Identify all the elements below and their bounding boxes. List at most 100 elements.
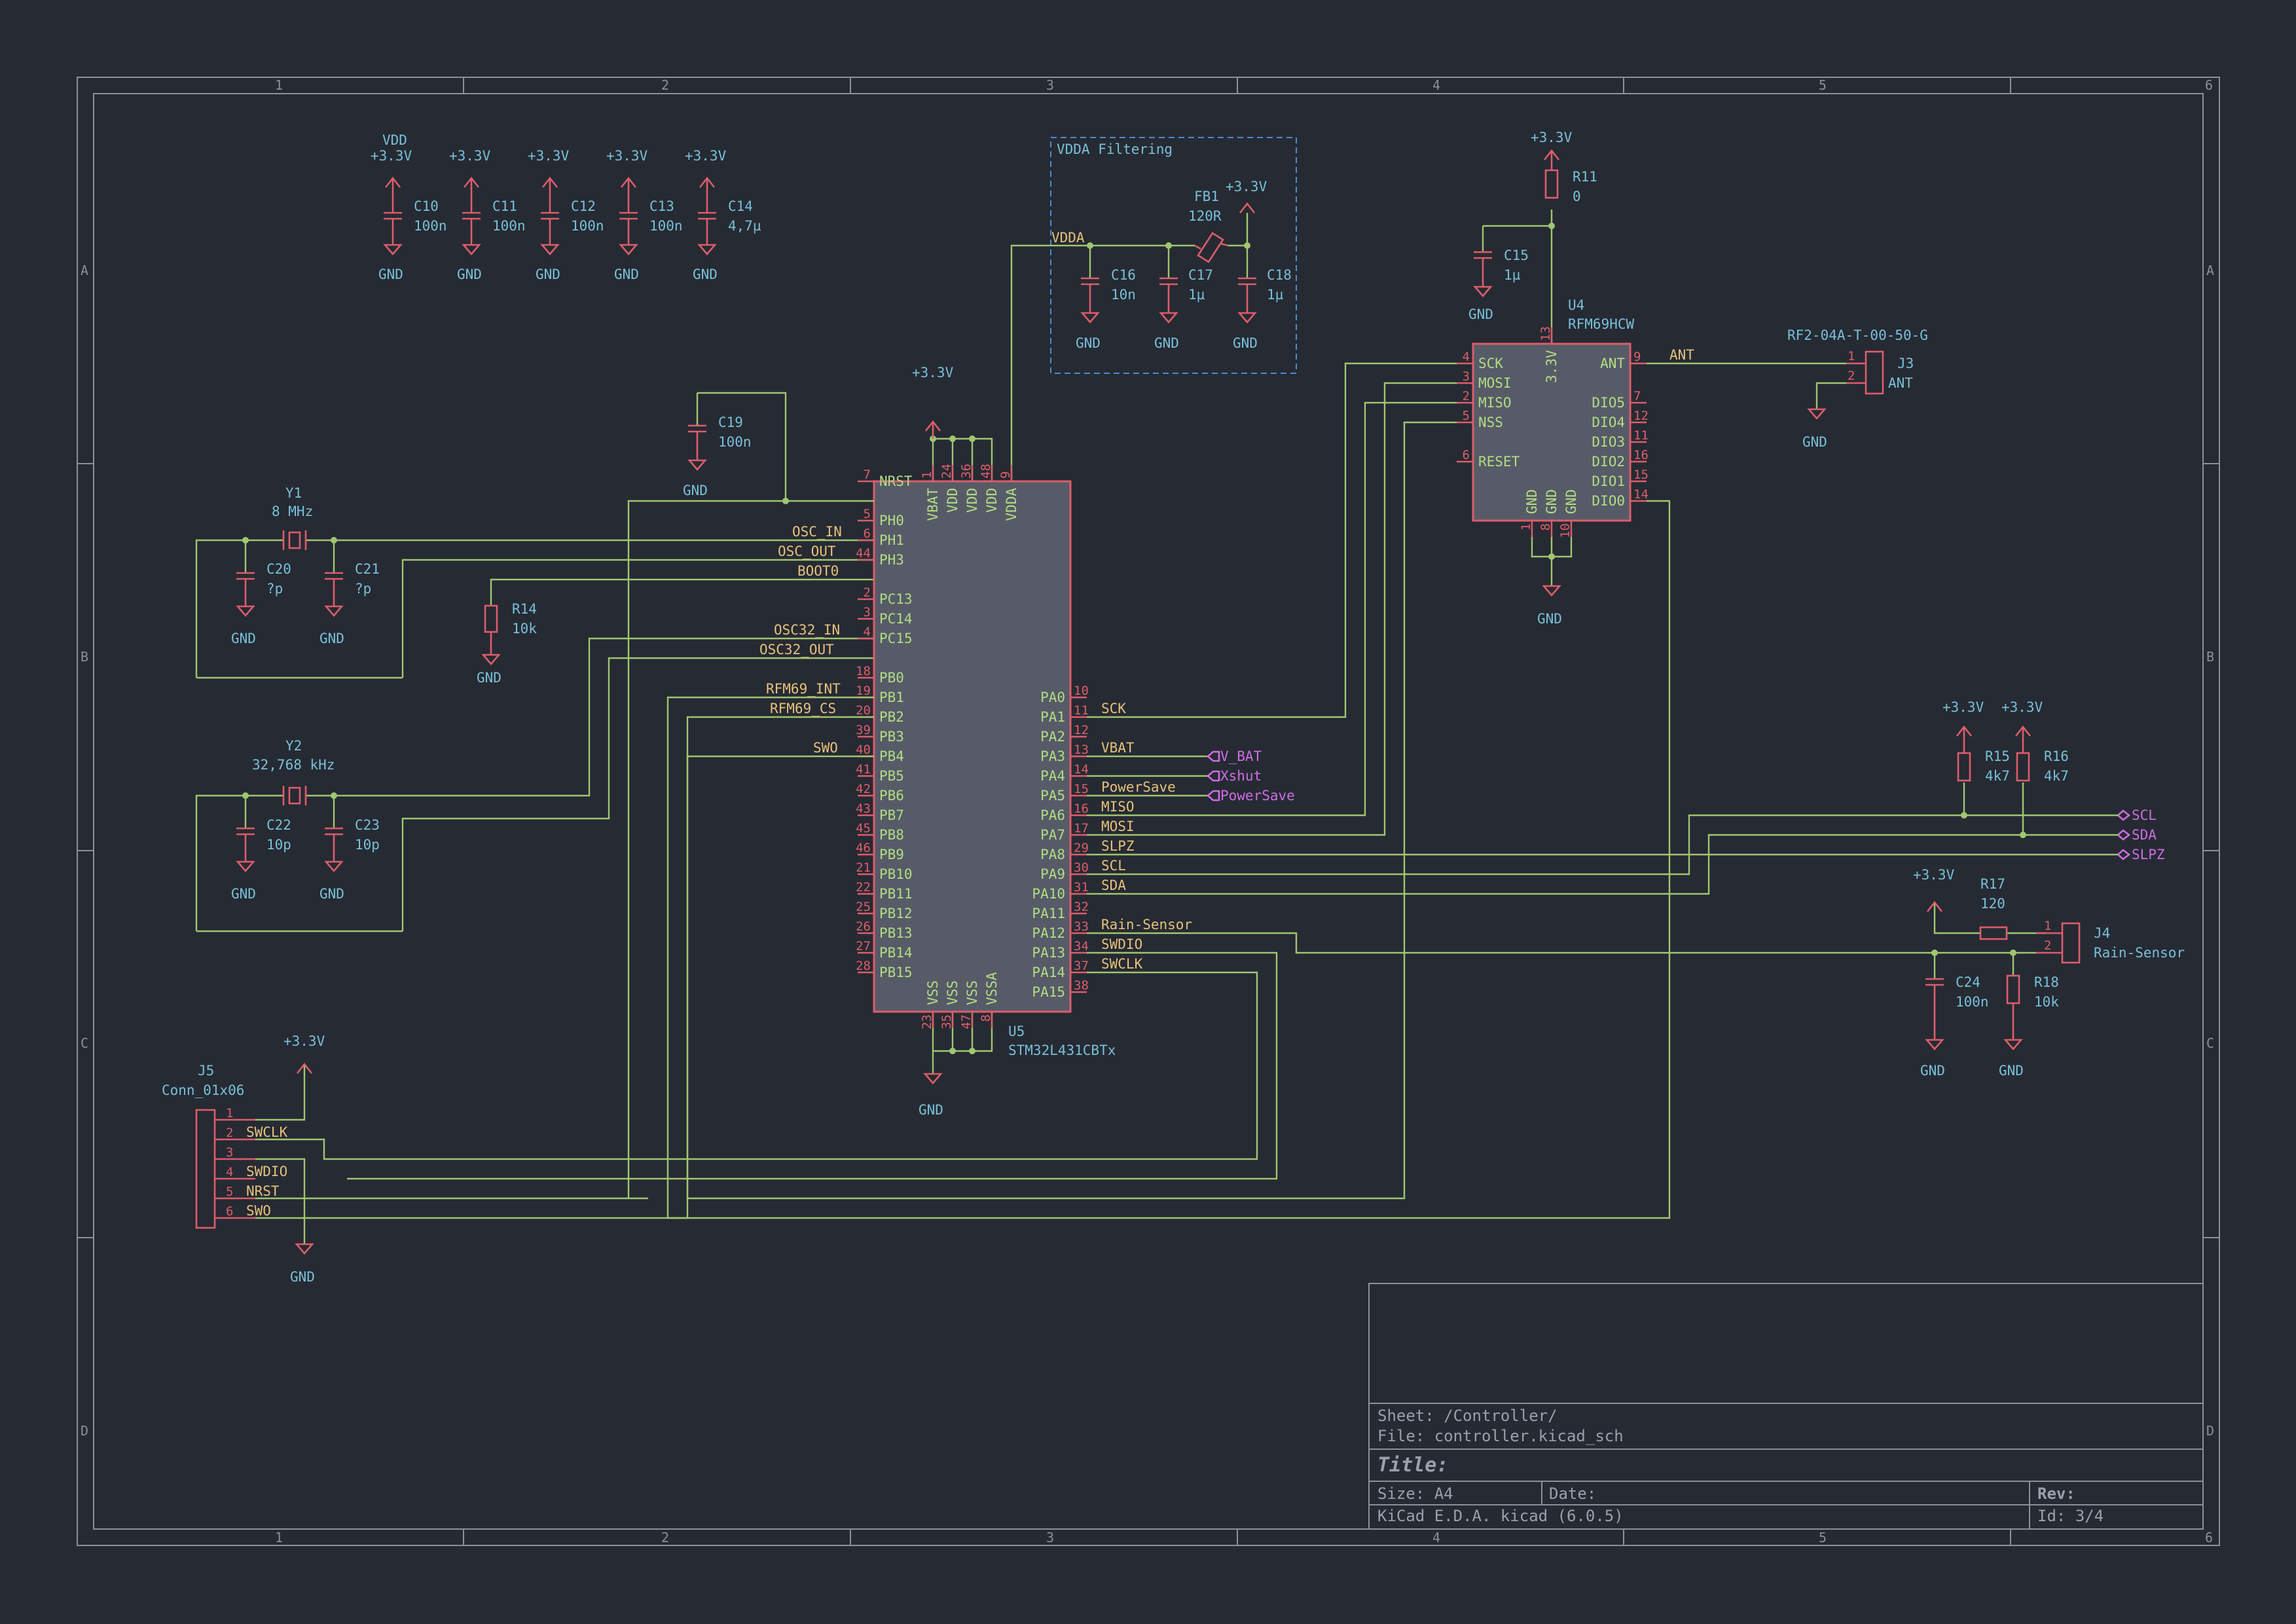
boot-resistor-r14: R14 10k GND xyxy=(477,578,874,686)
r15-value: 4k7 xyxy=(1985,768,2010,784)
svg-text:2: 2 xyxy=(1848,369,1855,383)
frame-col-3-top: 3 xyxy=(1046,77,1054,93)
cap-value: 4,7µ xyxy=(728,218,761,234)
pin-number: 11 xyxy=(1074,703,1089,718)
pin-number: 4 xyxy=(1463,350,1470,364)
pin-number: 29 xyxy=(1074,841,1089,855)
pin-name: PC14 xyxy=(879,611,913,627)
radio-value: RFM69HCW xyxy=(1568,316,1635,332)
pin-number: 14 xyxy=(1633,487,1649,502)
pin-number: 15 xyxy=(1633,468,1649,482)
title-block-rev: Rev: xyxy=(2037,1485,2075,1503)
cap-ref: C17 xyxy=(1188,267,1213,283)
pin-name: RESET xyxy=(1478,454,1520,470)
pin-name: VSS xyxy=(945,980,960,1005)
pin-number: 6 xyxy=(1463,448,1470,462)
crystal-y2-circuit: Y2 32,768 kHz C22 10p C23 10p GND GND xyxy=(195,637,874,932)
frame-col-5-bottom: 5 xyxy=(1819,1530,1827,1545)
net-slpz: SLPZ xyxy=(1101,838,1135,854)
decoupling-cap-c12: +3.3V C12 100n GND xyxy=(528,148,604,282)
gnd-label: GND xyxy=(1233,335,1258,351)
c22-gnd: GND xyxy=(231,886,256,902)
global-sda: SDA xyxy=(2132,827,2157,843)
vdda-cap-c18: C18 1µ GND xyxy=(1233,246,1292,351)
pin-number: 40 xyxy=(856,743,871,757)
pin-name: PB0 xyxy=(879,670,904,686)
pin-name: DIO0 xyxy=(1592,493,1625,509)
c23-value: 10p xyxy=(355,837,380,853)
frame-row-a-right: A xyxy=(2206,263,2214,278)
pin-number: 44 xyxy=(856,546,871,561)
power-label: +3.3V xyxy=(606,148,648,164)
pin-number: 2 xyxy=(226,1126,233,1140)
cap-value: 100n xyxy=(492,218,526,234)
pin-number: 9 xyxy=(1633,350,1641,364)
pin-name: PB9 xyxy=(879,847,904,862)
cap-value: 10n xyxy=(1111,287,1136,303)
global-v-bat: V_BAT xyxy=(1220,748,1262,764)
pin-number: 18 xyxy=(856,664,871,678)
pin-number: 1 xyxy=(1519,523,1533,530)
r16-value: 4k7 xyxy=(2044,768,2069,784)
svg-text:1: 1 xyxy=(2044,919,2051,933)
net-osc32-in: OSC32_IN xyxy=(774,622,840,638)
pin-number: 9 xyxy=(998,471,1013,479)
vdda-net-label: VDDA xyxy=(1051,230,1085,246)
pin-number: 28 xyxy=(856,959,871,973)
cap-value: 1µ xyxy=(1188,287,1205,303)
pin-name: PA12 xyxy=(1032,925,1065,941)
pin-number: 34 xyxy=(1074,939,1089,953)
pin-name: PB10 xyxy=(879,866,913,882)
pin-name: GND xyxy=(1544,489,1559,514)
gnd-label: GND xyxy=(1154,335,1179,351)
net-swclk: SWCLK xyxy=(1101,956,1143,972)
c19-ref: C19 xyxy=(718,415,743,430)
frame-col-4-bottom: 4 xyxy=(1432,1530,1440,1545)
title-block: Sheet: /Controller/ File: controller.kic… xyxy=(1368,1283,2204,1530)
pin-number: 47 xyxy=(959,1014,974,1029)
c19-gnd: GND xyxy=(683,483,708,498)
pin-number: 42 xyxy=(856,782,871,796)
c22-value: 10p xyxy=(266,837,291,853)
pin-name: DIO2 xyxy=(1592,454,1625,470)
svg-text:2: 2 xyxy=(2044,938,2051,953)
j5-value: Conn_01x06 xyxy=(162,1082,244,1098)
pin-name: PA15 xyxy=(1032,984,1065,1000)
j3-ref: J3 xyxy=(1897,356,1914,371)
frame-col-2-bottom: 2 xyxy=(661,1530,669,1545)
c21-value: ?p xyxy=(355,581,371,597)
pin-number: 7 xyxy=(1633,389,1641,403)
cap-ref: C14 xyxy=(728,198,753,214)
gnd-label: GND xyxy=(378,267,403,282)
pin-name: PH0 xyxy=(879,513,904,528)
pin-name: PA13 xyxy=(1032,945,1065,961)
net-osc32-out: OSC32_OUT xyxy=(759,642,834,657)
power-label: +3.3V xyxy=(371,148,412,164)
net-mosi: MOSI xyxy=(1101,819,1135,834)
r18-ref: R18 xyxy=(2034,974,2059,990)
pin-name: PA10 xyxy=(1032,886,1065,902)
pin-name: PA9 xyxy=(1040,866,1065,882)
pin-number: 41 xyxy=(856,762,871,777)
r11-power: +3.3V xyxy=(1531,130,1573,145)
title-block-id: Id: 3/4 xyxy=(2037,1507,2104,1525)
pin-name: PB6 xyxy=(879,788,904,803)
pin-number: 8 xyxy=(979,1014,993,1022)
pin-number: 7 xyxy=(864,468,871,482)
pin-name: NSS xyxy=(1478,415,1503,430)
frame-row-a-left: A xyxy=(81,263,88,278)
global-labels: V_BAT Xshut PowerSave SCL SDA SLPZ xyxy=(1087,748,2165,862)
pin-number: 46 xyxy=(856,841,871,855)
pin-net: NRST xyxy=(246,1183,280,1199)
pin-name: PB3 xyxy=(879,729,904,745)
net-sck: SCK xyxy=(1101,701,1126,716)
gnd-label: GND xyxy=(1076,335,1101,351)
pin-number: 4 xyxy=(864,625,871,639)
pin-number: 30 xyxy=(1074,860,1089,875)
net-osc-in: OSC_IN xyxy=(792,524,842,540)
pin-number: 25 xyxy=(856,900,871,914)
